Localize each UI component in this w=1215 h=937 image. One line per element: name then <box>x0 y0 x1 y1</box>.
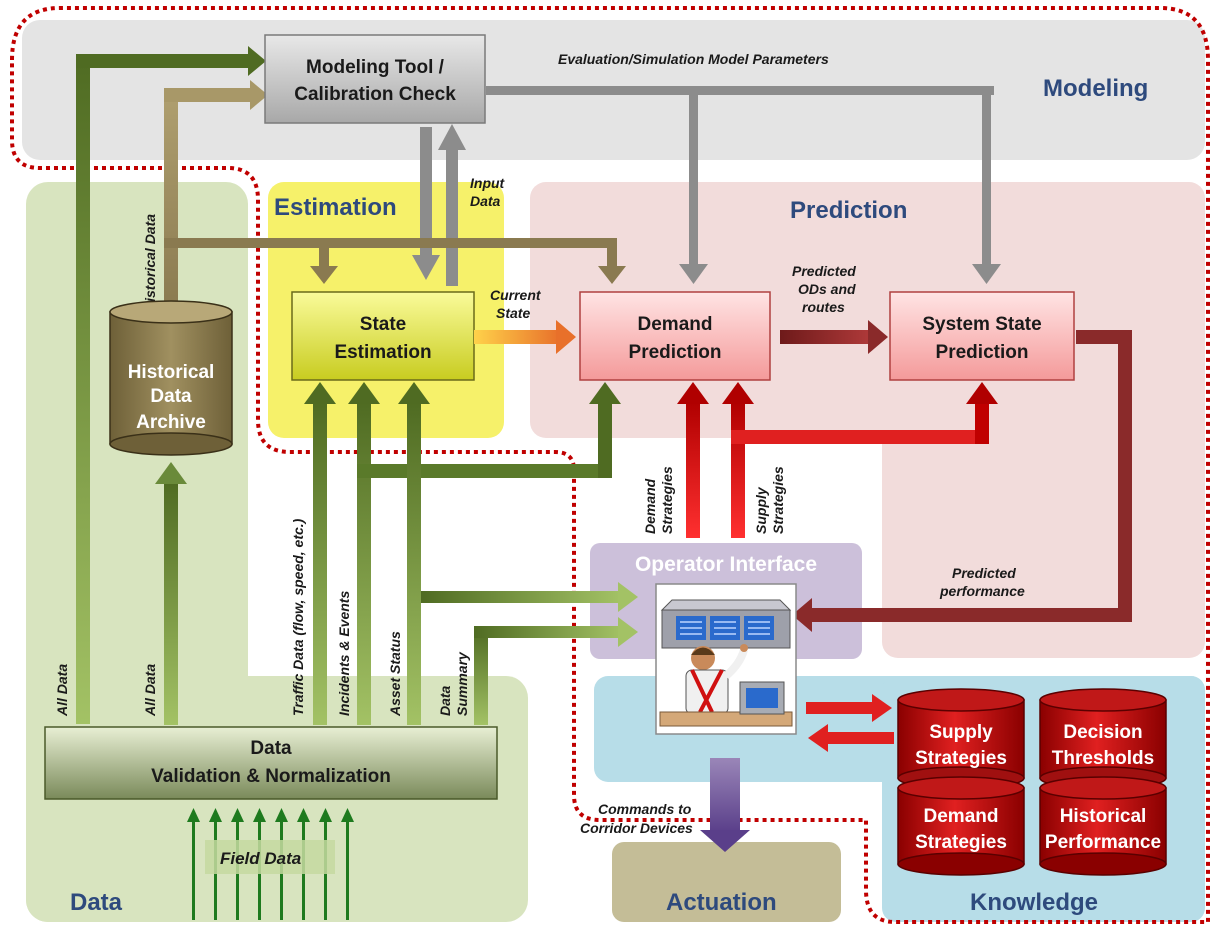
field-data-label: Field Data <box>220 849 301 868</box>
input-data-label-1: Input <box>470 175 506 191</box>
data-validation-box: Data Validation & Normalization <box>44 726 498 800</box>
demand-db-label-1: Demand <box>924 806 999 827</box>
modeling-tool-box: Modeling Tool / Calibration Check <box>264 34 486 124</box>
system-state-label-2: Prediction <box>936 342 1029 363</box>
all-data-label-2: All Data <box>142 664 158 717</box>
modeling-tool-label-1: Modeling Tool / <box>306 57 445 78</box>
input-data-label-2: Data <box>470 193 501 209</box>
archive-label-1: Historical <box>128 362 215 383</box>
performance-db-label-2: Performance <box>1045 832 1161 853</box>
historical-archive-cylinder: Historical Data Archive <box>109 300 233 456</box>
model-parameter-arrows <box>412 86 1001 286</box>
supply-strategies-arrow <box>722 382 998 538</box>
predicted-ods-label-2: ODs and <box>798 281 856 297</box>
prediction-region-label: Prediction <box>790 197 907 224</box>
predicted-performance-label-1: Predicted <box>952 565 1016 581</box>
data-region-label: Data <box>70 889 123 916</box>
demand-strategies-label-1: Demand <box>642 478 658 534</box>
current-state-arrow <box>474 320 576 354</box>
demand-prediction-label-2: Prediction <box>629 342 722 363</box>
demand-strategies-label-2: Strategies <box>659 466 675 534</box>
field-data-label-bg <box>205 840 335 874</box>
operator-illustration <box>655 583 797 735</box>
validation-label-1: Data <box>250 738 292 759</box>
historical-data-arrow <box>164 80 626 310</box>
data-summary-label-1: Data <box>437 685 453 716</box>
all-data-arrow <box>76 46 266 724</box>
archive-label-2: Data <box>150 386 192 407</box>
state-estimation-box: State Estimation <box>291 291 475 381</box>
validation-label-2: Validation & Normalization <box>151 766 391 787</box>
all-data-archive-arrow <box>155 462 187 725</box>
system-state-prediction-box: System State Prediction <box>889 291 1075 381</box>
modeling-tool-label-2: Calibration Check <box>294 84 456 105</box>
incidents-label: Incidents & Events <box>336 591 352 716</box>
traffic-data-label: Traffic Data (flow, speed, etc.) <box>290 518 306 716</box>
predicted-performance-label-2: performance <box>939 583 1025 599</box>
eval-params-label: Evaluation/Simulation Model Parameters <box>558 51 829 67</box>
traffic-data-arrow <box>304 382 336 725</box>
supply-strategies-db: Supply Strategies <box>897 688 1025 790</box>
commands-arrow <box>700 758 750 852</box>
data-summary-label-2: Summary <box>454 651 470 716</box>
performance-db-label-1: Historical <box>1060 806 1147 827</box>
supply-db-label-2: Strategies <box>915 748 1007 769</box>
data-summary-arrow <box>474 617 638 725</box>
asset-status-arrow <box>398 382 638 725</box>
predicted-performance-arrow <box>792 330 1132 632</box>
system-state-label-1: System State <box>922 314 1041 335</box>
demand-prediction-label-1: Demand <box>638 314 713 335</box>
commands-label-1: Commands to <box>598 801 692 817</box>
historical-performance-db: Historical Performance <box>1039 776 1167 876</box>
current-state-label-2: State <box>496 305 530 321</box>
estimation-region-label: Estimation <box>274 194 397 221</box>
all-data-label-1: All Data <box>54 664 70 717</box>
predicted-ods-label-1: Predicted <box>792 263 856 279</box>
state-estimation-label-1: State <box>360 314 406 335</box>
thresholds-db-label-2: Thresholds <box>1052 748 1154 769</box>
state-estimation-label-2: Estimation <box>334 342 431 363</box>
operator-interface-label: Operator Interface <box>635 553 817 576</box>
supply-strategies-label-1: Supply <box>753 486 769 534</box>
thresholds-db-label-1: Decision <box>1063 722 1142 743</box>
supply-strategies-label-2: Strategies <box>770 466 786 534</box>
knowledge-region-label: Knowledge <box>970 889 1098 916</box>
actuation-region-label: Actuation <box>666 889 777 916</box>
predicted-ods-label-3: routes <box>802 299 845 315</box>
decision-thresholds-db: Decision Thresholds <box>1039 688 1167 790</box>
dotted-boundary <box>10 6 1210 924</box>
commands-label-2: Corridor Devices <box>580 820 693 836</box>
knowledge-exchange-arrows <box>806 694 894 752</box>
supply-db-label-1: Supply <box>929 722 993 743</box>
asset-status-label: Asset Status <box>387 631 403 717</box>
demand-strategies-db: Demand Strategies <box>897 776 1025 876</box>
demand-strategies-arrow <box>677 382 709 538</box>
predicted-ods-arrow <box>780 320 888 354</box>
demand-prediction-box: Demand Prediction <box>579 291 771 381</box>
demand-db-label-2: Strategies <box>915 832 1007 853</box>
modeling-region-label: Modeling <box>1043 75 1148 102</box>
archive-label-3: Archive <box>136 412 206 433</box>
historical-data-label: Historical Data <box>142 214 158 312</box>
actuation-region <box>612 842 841 922</box>
current-state-label-1: Current <box>490 287 542 303</box>
